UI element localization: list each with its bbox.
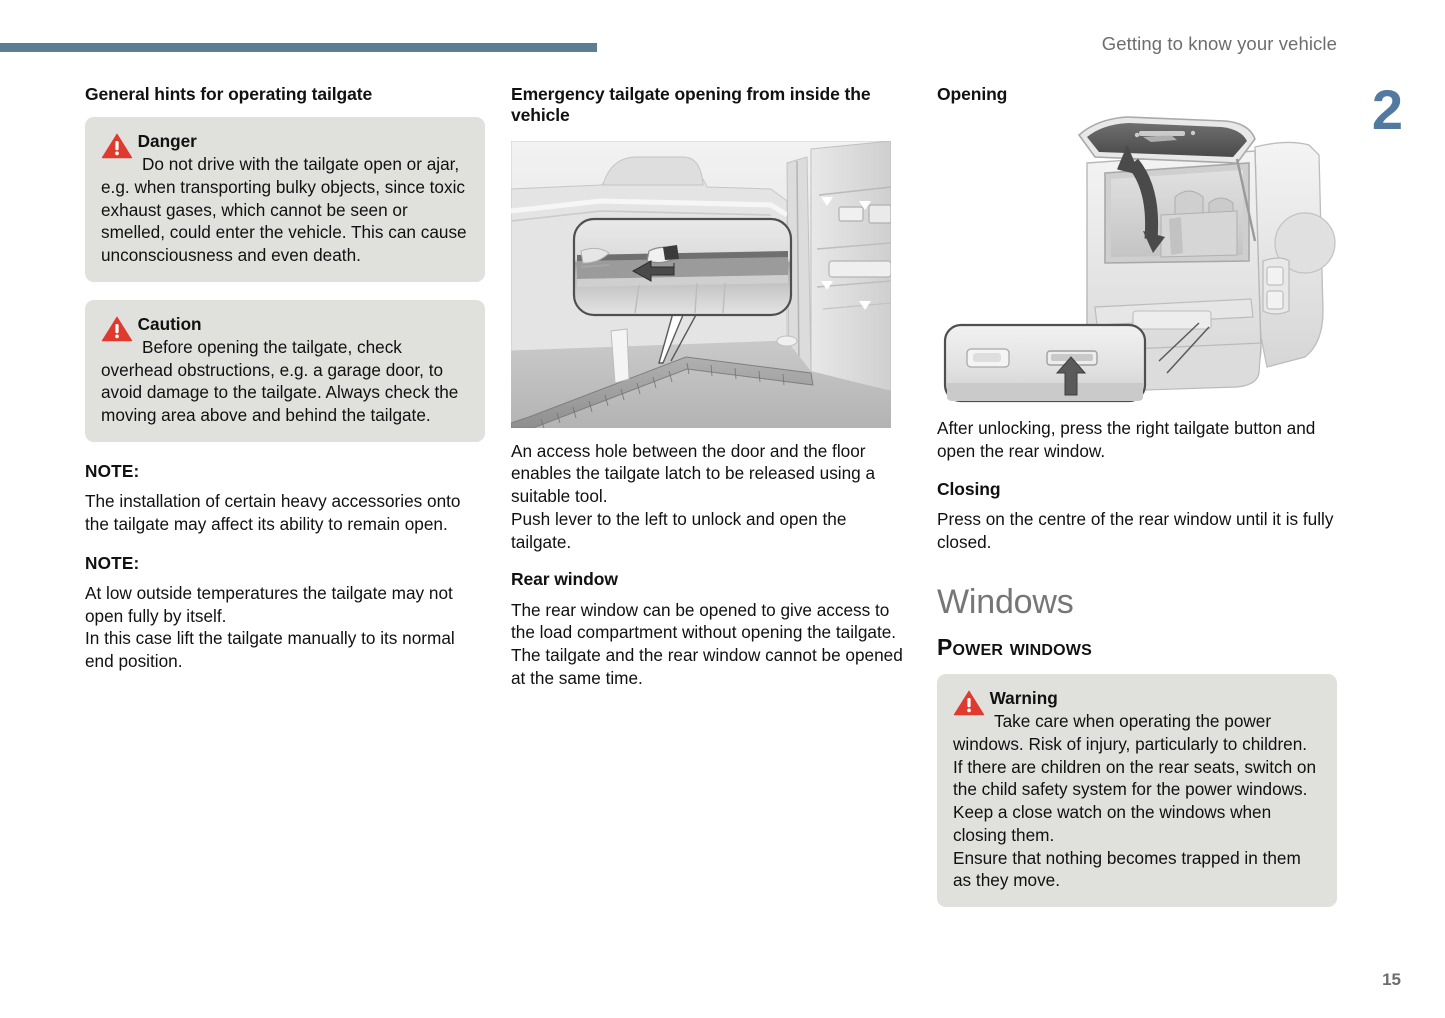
page-number: 15 xyxy=(1382,970,1401,989)
header-rule xyxy=(0,43,597,52)
page-header-title: Getting to know your vehicle xyxy=(1101,33,1337,54)
magnified-callout-bubble xyxy=(572,217,793,316)
section-title-windows: Windows xyxy=(937,582,1074,621)
chapter-number: 2 xyxy=(1371,78,1403,141)
caution-text: Before opening the tailgate, check overh… xyxy=(101,336,459,426)
note-text-1: The installation of certain heavy access… xyxy=(85,491,461,534)
warning-title: Warning xyxy=(989,688,1058,709)
heading-closing: Closing xyxy=(937,478,1001,499)
heading-emergency-opening: Emergency tailgate opening from inside t… xyxy=(511,84,871,126)
column-right: Opening xyxy=(937,84,1337,908)
warning-triangle-icon xyxy=(101,316,133,342)
heading-rear-window: Rear window xyxy=(511,569,618,590)
column-middle: Emergency tailgate opening from inside t… xyxy=(511,84,911,689)
paragraph-closing: Press on the centre of the rear window u… xyxy=(937,509,1334,552)
subsection-title-power-windows: Power windows xyxy=(937,633,1092,660)
interior-tailgate-latch-illustration xyxy=(511,140,911,428)
danger-text: Do not drive with the tailgate open or a… xyxy=(101,154,467,266)
magnified-tailgate-button-callout xyxy=(943,324,1147,403)
warning-triangle-icon xyxy=(953,690,985,716)
column-left: General hints for operating tailgate Dan… xyxy=(85,84,485,689)
paragraph-rear-window: The rear window can be opened to give ac… xyxy=(511,599,903,688)
paragraph-access-hole: An access hole between the door and the … xyxy=(511,440,876,552)
rear-window-opening-illustration xyxy=(937,111,1337,403)
note-text-2: At low outside temperatures the tailgate… xyxy=(85,583,455,672)
warning-text: Take care when operating the power windo… xyxy=(953,710,1317,891)
heading-general-hints: General hints for operating tailgate xyxy=(85,84,373,104)
heading-opening: Opening xyxy=(937,84,1008,104)
paragraph-after-unlocking: After unlocking, press the right tailgat… xyxy=(937,418,1316,462)
caution-title: Caution xyxy=(137,314,202,335)
warning-triangle-icon xyxy=(101,133,133,159)
danger-title: Danger xyxy=(137,131,197,152)
note-label-2: NOTE: xyxy=(85,552,140,573)
note-label-1: NOTE: xyxy=(85,460,140,481)
